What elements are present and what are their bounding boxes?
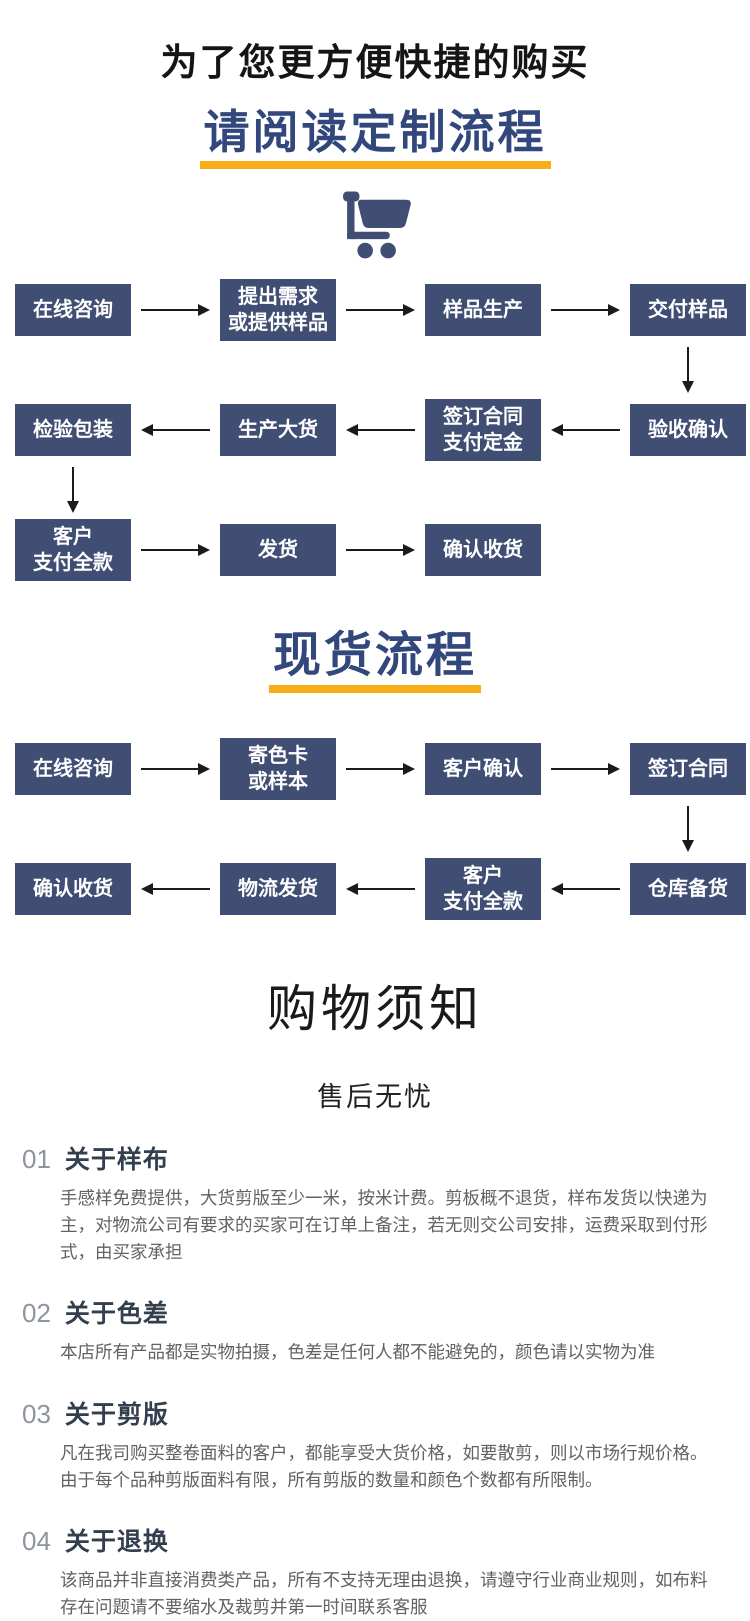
notice-heading: 关于样布 bbox=[64, 1146, 169, 1175]
arrow-left-icon bbox=[131, 883, 220, 896]
notice-item-1: 01 关于样布 手感样免费提供，大货剪版至少一米，按米计费。剪板概不退货，样布发… bbox=[22, 1140, 730, 1266]
flow-step: 发货 bbox=[220, 523, 336, 576]
notice-number: 01 bbox=[22, 1144, 51, 1175]
notice-subtitle: 售后无忧 bbox=[317, 1082, 433, 1113]
flow-step: 仓库备货 bbox=[630, 863, 746, 916]
flow-step: 确认收货 bbox=[15, 863, 131, 916]
flow-step: 交付样品 bbox=[630, 283, 746, 336]
notice-heading: 关于色差 bbox=[64, 1300, 169, 1329]
flow-step: 客户 支付全款 bbox=[15, 518, 131, 581]
arrow-right-icon bbox=[336, 543, 425, 556]
flow-connector bbox=[0, 462, 750, 518]
stock-flow-row-2: 确认收货 物流发货 客户 支付全款 仓库备货 bbox=[0, 857, 750, 921]
notice-item-4: 04 关于退换 该商品并非直接消费类产品，所有不支持无理由退换，请遵守行业商业规… bbox=[22, 1522, 730, 1621]
shopping-cart-icon bbox=[0, 185, 750, 272]
flow-step: 在线咨询 bbox=[15, 743, 131, 796]
notice-title: 购物须知 bbox=[267, 981, 483, 1038]
flow-step: 客户确认 bbox=[425, 743, 541, 796]
page-title: 为了您更方便快捷的购买 bbox=[160, 42, 590, 83]
stock-flow-heading: 现货流程 bbox=[268, 628, 481, 694]
flow-step: 寄色卡 或样本 bbox=[220, 738, 336, 801]
custom-flow-heading: 请阅读定制流程 bbox=[199, 106, 551, 169]
flow-step: 验收确认 bbox=[630, 403, 746, 456]
notice-body: 该商品并非直接消费类产品，所有不支持无理由退换，请遵守行业商业规则，如布料存在问… bbox=[60, 1569, 708, 1617]
custom-flow-row-2: 检验包装 生产大货 签订合同 支付定金 验收确认 bbox=[0, 398, 750, 462]
arrow-right-icon bbox=[541, 763, 630, 776]
notice-body: 本店所有产品都是实物拍摄，色差是任何人都不能避免的，颜色请以实物为准 bbox=[60, 1342, 655, 1363]
arrow-left-icon bbox=[541, 423, 630, 436]
notice-heading: 关于退换 bbox=[64, 1527, 169, 1556]
flow-connector bbox=[0, 801, 750, 857]
notice-item-2: 02 关于色差 本店所有产品都是实物拍摄，色差是任何人都不能避免的，颜色请以实物… bbox=[22, 1294, 730, 1366]
arrow-right-icon bbox=[131, 303, 220, 316]
flow-step: 提出需求 或提供样品 bbox=[220, 278, 336, 341]
arrow-right-icon bbox=[131, 543, 220, 556]
notice-list: 01 关于样布 手感样免费提供，大货剪版至少一米，按米计费。剪板概不退货，样布发… bbox=[0, 1140, 750, 1621]
arrow-down-icon bbox=[682, 346, 694, 393]
custom-flow-row-3: 客户 支付全款 发货 确认收货 bbox=[0, 518, 750, 582]
flow-step: 在线咨询 bbox=[15, 283, 131, 336]
flow-step: 物流发货 bbox=[220, 863, 336, 916]
flow-step: 签订合同 bbox=[630, 743, 746, 796]
notice-item-3: 03 关于剪版 凡在我司购买整卷面料的客户，都能享受大货价格，如要散剪，则以市场… bbox=[22, 1395, 730, 1494]
arrow-down-icon bbox=[67, 466, 79, 513]
arrow-down-icon bbox=[682, 806, 694, 853]
notice-number: 02 bbox=[22, 1298, 51, 1329]
arrow-left-icon bbox=[336, 423, 425, 436]
flow-step: 检验包装 bbox=[15, 403, 131, 456]
arrow-left-icon bbox=[336, 883, 425, 896]
flow-connector bbox=[0, 342, 750, 398]
notice-heading: 关于剪版 bbox=[64, 1400, 169, 1429]
stock-flow-row-1: 在线咨询 寄色卡 或样本 客户确认 签订合同 bbox=[0, 737, 750, 801]
arrow-right-icon bbox=[336, 303, 425, 316]
notice-body: 手感样免费提供，大货剪版至少一米，按米计费。剪板概不退货，样布发货以快递为主，对… bbox=[60, 1188, 708, 1263]
arrow-right-icon bbox=[541, 303, 630, 316]
notice-number: 03 bbox=[22, 1398, 51, 1429]
notice-number: 04 bbox=[22, 1525, 51, 1556]
flow-step: 样品生产 bbox=[425, 283, 541, 336]
arrow-right-icon bbox=[131, 763, 220, 776]
custom-flow-row-1: 在线咨询 提出需求 或提供样品 样品生产 交付样品 bbox=[0, 278, 750, 342]
flow-step: 客户 支付全款 bbox=[425, 858, 541, 921]
flow-step: 签订合同 支付定金 bbox=[425, 398, 541, 461]
flow-step: 确认收货 bbox=[425, 523, 541, 576]
flow-step: 生产大货 bbox=[220, 403, 336, 456]
arrow-left-icon bbox=[131, 423, 220, 436]
notice-body: 凡在我司购买整卷面料的客户，都能享受大货价格，如要散剪，则以市场行规价格。由于每… bbox=[60, 1442, 708, 1490]
arrow-left-icon bbox=[541, 883, 630, 896]
arrow-right-icon bbox=[336, 763, 425, 776]
